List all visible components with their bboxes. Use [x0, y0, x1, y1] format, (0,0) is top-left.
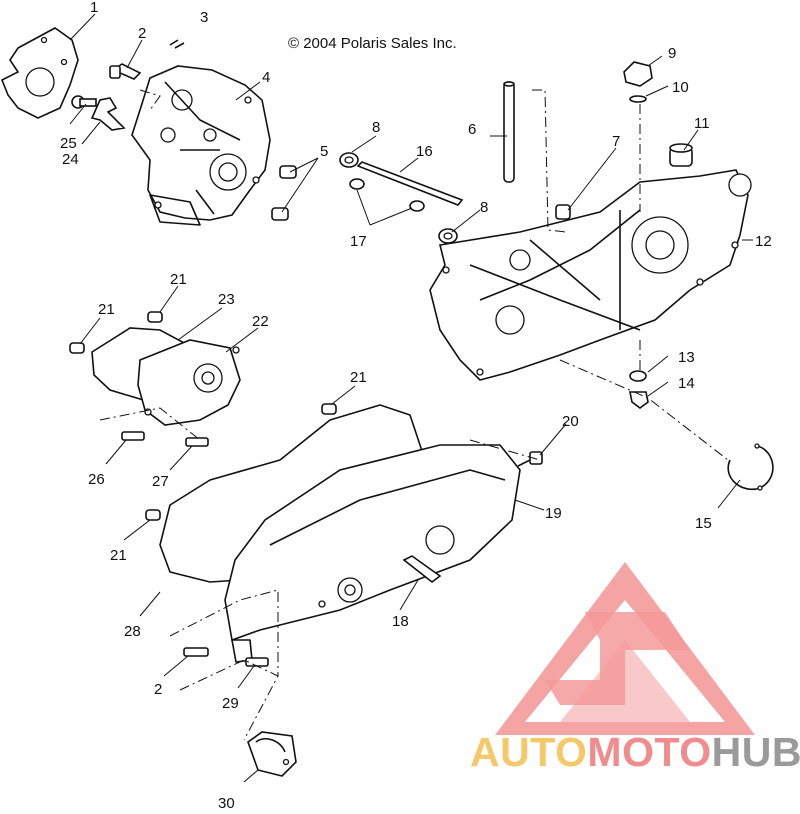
watermark-hub: HUB — [712, 729, 800, 775]
part-21-dowel-b — [69, 342, 85, 354]
part-21-dowel-c — [321, 403, 337, 415]
part-19-cover — [224, 444, 521, 663]
callout-1: 1 — [90, 0, 98, 16]
callout-18: 18 — [392, 613, 409, 630]
part-25-bolt — [71, 95, 97, 109]
part-4-crankcase — [131, 65, 271, 226]
part-9-plug — [623, 61, 653, 87]
part-27-bolt — [185, 437, 209, 447]
callout-11: 11 — [694, 115, 710, 132]
part-11-bushing — [669, 143, 693, 167]
callout-21-d: 21 — [110, 547, 127, 564]
part-30-bracket — [247, 731, 297, 777]
part-24-bracket — [90, 97, 126, 131]
watermark-moto: MOTO — [587, 729, 711, 775]
callout-29: 29 — [222, 695, 239, 712]
callout-13: 13 — [678, 349, 695, 366]
callout-5: 5 — [320, 143, 328, 160]
callout-21-b: 21 — [98, 301, 115, 318]
part-13-grommet — [629, 370, 647, 382]
part-3-pins — [169, 39, 185, 49]
part-22-cover — [137, 339, 241, 426]
callout-labels: 1 2 3 4 5 6 7 8 8 9 10 11 12 13 14 15 16… — [60, 0, 772, 812]
watermark-logo — [495, 562, 755, 735]
callout-14: 14 — [678, 375, 695, 392]
part-10-washer — [629, 95, 647, 103]
callout-26: 26 — [88, 471, 105, 488]
callout-2: 2 — [138, 25, 146, 42]
callout-15: 15 — [695, 515, 712, 532]
callout-8-top: 8 — [372, 119, 380, 136]
part-8-bearing-bottom — [438, 228, 458, 244]
callout-21-c: 21 — [350, 369, 367, 386]
part-5-dowels — [271, 165, 297, 221]
callout-12: 12 — [755, 233, 772, 250]
callout-28: 28 — [124, 623, 141, 640]
assembly-lines — [99, 89, 729, 741]
callout-20: 20 — [562, 413, 579, 430]
part-6-rod — [503, 81, 515, 183]
callout-4: 4 — [262, 69, 270, 86]
part-17-washers — [349, 178, 425, 212]
callout-2-lower: 2 — [154, 681, 162, 698]
callout-7: 7 — [612, 133, 620, 150]
part-26-bolt — [121, 431, 145, 441]
part-14-bolt — [629, 391, 649, 409]
part-8-bearing-top — [339, 152, 359, 168]
part-21-dowel-a — [147, 311, 163, 323]
callout-19: 19 — [545, 505, 562, 522]
callout-8-bottom: 8 — [480, 199, 488, 216]
part-12-crankcase — [429, 169, 752, 381]
callout-27: 27 — [152, 473, 169, 490]
copyright-text: © 2004 Polaris Sales Inc. — [288, 35, 457, 52]
part-1-gasket-plate — [0, 27, 79, 119]
callout-30: 30 — [218, 795, 235, 812]
watermark-auto: AUTO — [470, 729, 587, 775]
callout-16: 16 — [416, 143, 433, 160]
callout-17: 17 — [350, 233, 367, 250]
part-18-bolt — [402, 555, 442, 584]
part-2-bolt — [109, 63, 142, 80]
part-16-shaft — [356, 161, 464, 206]
callout-6: 6 — [468, 121, 476, 138]
watermark-brand-text: AUTOMOTOHUB — [470, 729, 800, 775]
part-29-pin — [245, 657, 269, 667]
leader-lines — [69, 13, 753, 783]
callout-10: 10 — [672, 79, 689, 96]
part-7-fitting — [555, 204, 571, 220]
part-2-bolt-lower — [183, 647, 209, 657]
callout-22: 22 — [252, 313, 269, 330]
callout-9: 9 — [668, 45, 676, 62]
callout-21-a: 21 — [170, 271, 187, 288]
callout-3: 3 — [200, 9, 208, 26]
part-20-bolt — [517, 451, 543, 467]
callout-23: 23 — [218, 291, 235, 308]
part-21-dowel-d — [145, 509, 161, 521]
callout-24: 24 — [62, 151, 79, 168]
callout-25: 25 — [60, 135, 77, 152]
part-15-circlip — [727, 443, 774, 491]
